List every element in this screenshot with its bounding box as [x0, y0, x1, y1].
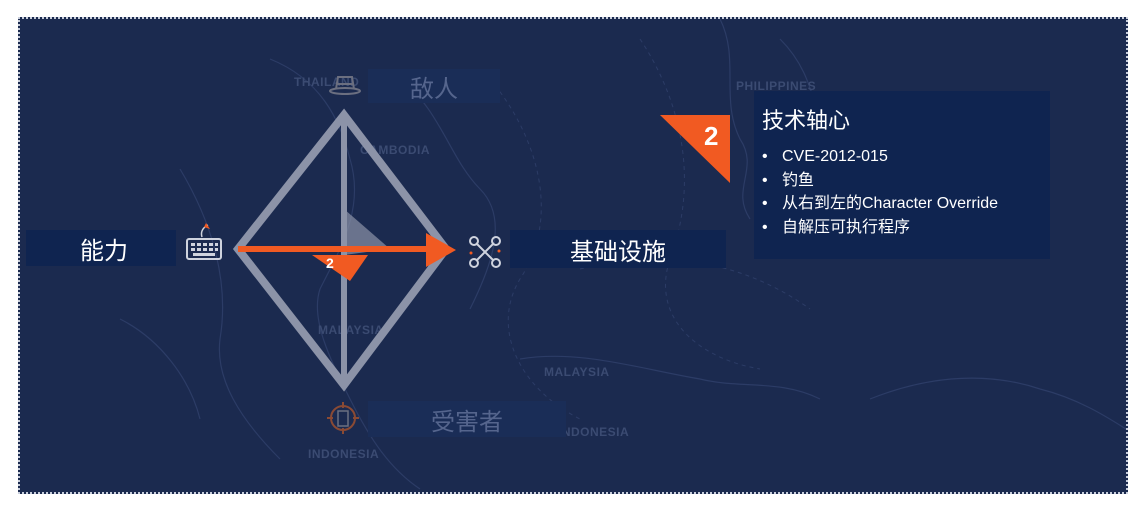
panel-bullet-list: CVE-2012-015 钓鱼 从右到左的Character Override … [762, 145, 998, 239]
diamond-model [232, 108, 730, 392]
badge-triangle-large [660, 115, 730, 183]
slide-canvas: THAILAND CAMBODIA PHILIPPINES MALAYSIA M… [18, 17, 1128, 494]
map-label-thailand: THAILAND [294, 75, 360, 89]
list-item: CVE-2012-015 [762, 145, 998, 169]
infrastructure-label: 基础设施 [510, 230, 726, 268]
pivot-arrow-head [426, 233, 456, 267]
map-background [119, 19, 1126, 490]
list-item: 自解压可执行程序 [762, 216, 998, 240]
adversary-label: 敌人 [368, 69, 500, 103]
badge-number-small: 2 [326, 255, 334, 271]
keyboard-bomb-icon [184, 223, 224, 270]
hat-spy-icon [328, 69, 362, 104]
network-nodes-icon [468, 235, 502, 274]
badge-number-large: 2 [704, 121, 719, 151]
map-label-philippines: PHILIPPINES [736, 79, 817, 93]
building-target-icon [326, 401, 360, 440]
list-item: 从右到左的Character Override [762, 192, 998, 216]
technique-pivot-panel: 技术轴心 CVE-2012-015 钓鱼 从右到左的Character Over… [754, 91, 1050, 259]
map-label-indonesia-east: INDONESIA [558, 425, 630, 439]
map-label-malaysia-west: MALAYSIA [318, 323, 384, 337]
map-label-malaysia-east: MALAYSIA [544, 365, 610, 379]
map-label-indonesia-west: INDONESIA [308, 447, 380, 461]
panel-title: 技术轴心 [762, 108, 851, 133]
victim-label: 受害者 [368, 401, 566, 437]
badge-triangle-small [312, 255, 368, 281]
capability-label: 能力 [26, 230, 176, 266]
list-item: 钓鱼 [762, 169, 998, 193]
diamond-shaded-wedge [344, 209, 390, 255]
